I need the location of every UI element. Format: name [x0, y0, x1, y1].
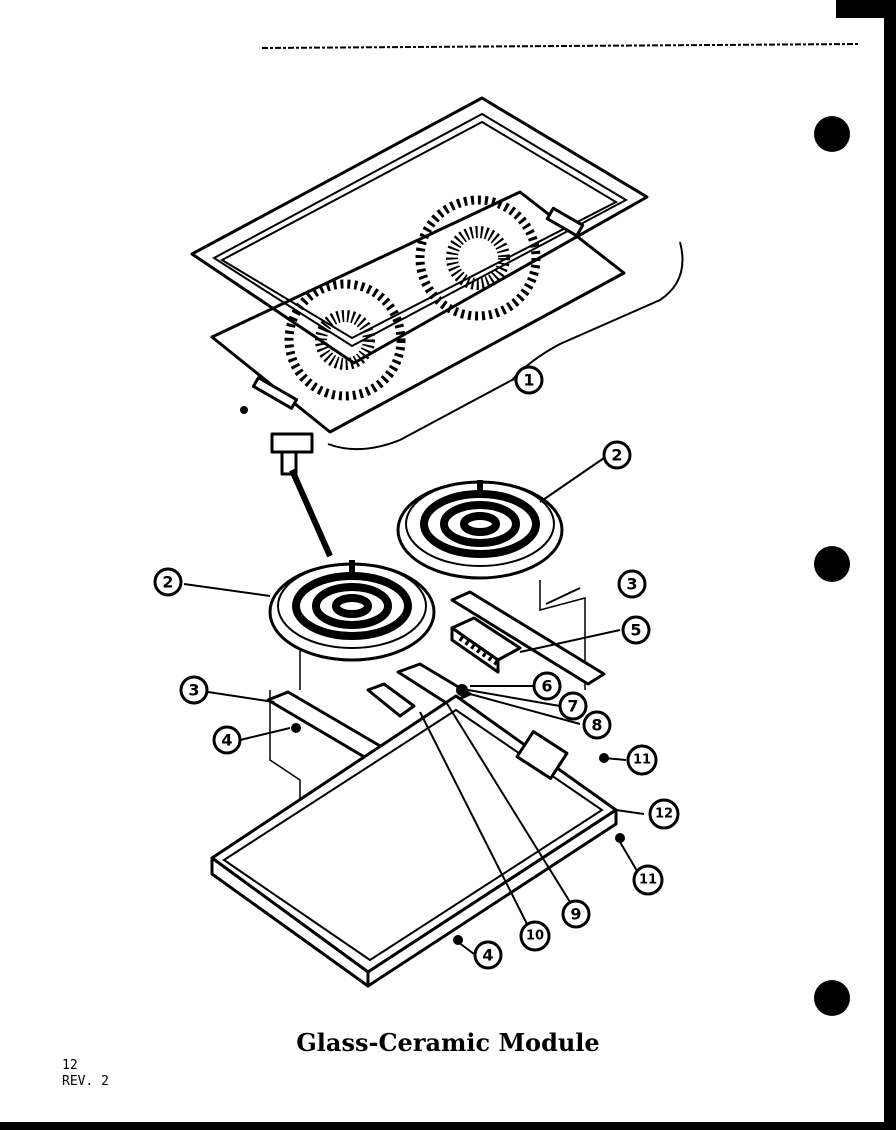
bracket-part [366, 682, 416, 718]
terminal-block [450, 616, 522, 674]
leader-lines [183, 377, 645, 955]
page-border-corner [836, 0, 896, 18]
svg-text:8: 8 [591, 716, 602, 735]
svg-text:6: 6 [541, 677, 552, 696]
svg-text:7: 7 [567, 697, 578, 716]
callout-6: 6 [532, 671, 562, 701]
callout-12: 12 [648, 798, 680, 830]
callout-3-left: 3 [179, 675, 209, 705]
clip-bracket [240, 376, 299, 414]
svg-text:3: 3 [188, 681, 199, 700]
callout-11-bottom: 11 [632, 864, 664, 896]
svg-text:11: 11 [633, 753, 651, 768]
cooktop-frame [190, 96, 649, 365]
callout-4-bottom: 4 [473, 940, 503, 970]
scan-artifact-line [261, 43, 861, 49]
callout-3-right: 3 [617, 569, 647, 599]
revision-label: REV. 2 [62, 1074, 109, 1089]
callout-10: 10 [519, 920, 551, 952]
svg-text:9: 9 [570, 905, 581, 924]
svg-text:5: 5 [630, 621, 641, 640]
svg-text:1: 1 [523, 371, 534, 390]
binder-hole-middle [814, 546, 850, 582]
binder-hole-top [814, 116, 850, 152]
page-number: 12 [62, 1058, 78, 1073]
small-fastener [456, 684, 468, 696]
svg-text:4: 4 [482, 946, 493, 965]
page-border-bottom [0, 1122, 896, 1130]
callouts: 1 2 2 3 3 4 4 5 6 7 8 9 10 11 11 12 [153, 365, 680, 970]
binder-hole-bottom [814, 980, 850, 1016]
svg-text:4: 4 [221, 731, 232, 750]
svg-text:3: 3 [626, 575, 637, 594]
callout-1: 1 [514, 365, 544, 395]
callout-11-top: 11 [626, 744, 658, 776]
svg-text:2: 2 [611, 446, 622, 465]
page-border-right [884, 0, 896, 1130]
module-chassis [210, 694, 625, 988]
alignment-line-right [539, 580, 586, 690]
callout-2-left: 2 [153, 567, 183, 597]
callout-7: 7 [558, 691, 588, 721]
svg-text:11: 11 [639, 873, 657, 888]
burner-pattern-left [284, 279, 406, 401]
support-bar-right [450, 590, 606, 686]
part-1-brace [327, 241, 684, 451]
heating-element-right [396, 480, 564, 580]
callout-4-left: 4 [212, 725, 242, 755]
callout-8: 8 [582, 710, 612, 740]
burner-pattern-right [415, 195, 541, 321]
svg-text:10: 10 [526, 929, 544, 944]
heating-element-left [268, 560, 436, 662]
limiter-probe [270, 432, 333, 558]
callout-2-right: 2 [602, 440, 632, 470]
svg-text:12: 12 [655, 807, 673, 822]
svg-text:2: 2 [162, 573, 173, 592]
callout-9: 9 [561, 899, 591, 929]
diagram-title: Glass-Ceramic Module [296, 1028, 600, 1057]
callout-5: 5 [621, 615, 651, 645]
